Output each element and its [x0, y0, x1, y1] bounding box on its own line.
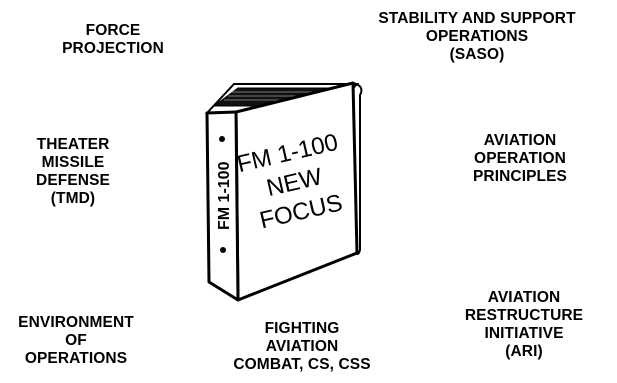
- topic-line: ENVIRONMENT: [18, 314, 134, 331]
- topic-line: AVIATION: [265, 338, 339, 355]
- topic-line: OF: [65, 332, 87, 349]
- topic-environment-of-operations: ENVIRONMENT OF OPERATIONS: [6, 314, 146, 368]
- topic-line: OPERATION: [474, 150, 566, 167]
- topic-line: FORCE: [85, 22, 141, 39]
- topic-line: RESTRUCTURE: [464, 307, 584, 324]
- topic-tmd: THEATER MISSILE DEFENSE (TMD): [18, 136, 128, 208]
- topic-line: AVIATION: [487, 289, 561, 306]
- topic-line: (SASO): [449, 46, 505, 63]
- topic-line: (ARI): [505, 343, 543, 360]
- topic-line: THEATER: [36, 136, 110, 153]
- topic-force-projection: FORCE PROJECTION: [38, 22, 188, 58]
- binder-spine: [205, 110, 240, 302]
- topic-line: PRINCIPLES: [472, 168, 567, 185]
- topic-line: FIGHTING: [264, 320, 340, 337]
- topic-ari: AVIATION RESTRUCTURE INITIATIVE (ARI): [454, 289, 594, 361]
- topic-line: INITIATIVE: [484, 325, 564, 342]
- topic-line: COMBAT, CS, CSS: [233, 356, 371, 373]
- topic-line: OPERATIONS: [425, 28, 529, 45]
- topic-aviation-operation-principles: AVIATION OPERATION PRINCIPLES: [450, 132, 590, 186]
- topic-line: PROJECTION: [62, 40, 164, 57]
- spine-label: FM 1-100: [216, 161, 233, 230]
- topic-line: AVIATION: [483, 132, 557, 149]
- topic-fighting-aviation: FIGHTING AVIATION COMBAT, CS, CSS: [222, 320, 382, 374]
- spine-dot-top: [219, 136, 225, 142]
- topic-line: (TMD): [50, 190, 96, 207]
- topic-line: OPERATIONS: [24, 350, 128, 367]
- topic-line: MISSILE: [41, 154, 105, 171]
- topic-line: DEFENSE: [36, 172, 110, 189]
- topic-saso: STABILITY AND SUPPORT OPERATIONS (SASO): [352, 10, 602, 64]
- topic-line: STABILITY AND SUPPORT: [378, 10, 576, 27]
- spine-dot-bottom: [220, 247, 226, 253]
